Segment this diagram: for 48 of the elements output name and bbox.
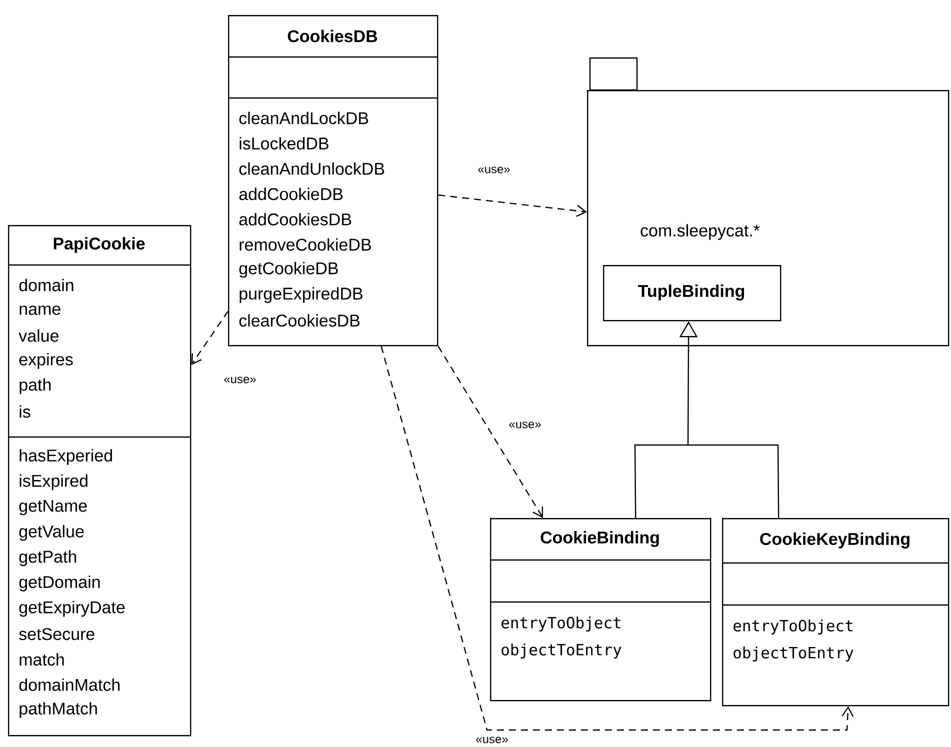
method-label: entryToObject [734,620,852,634]
member-label: isExpired [20,474,88,490]
dependency-arrow [438,346,544,518]
member-label: purgeExpiredDB [240,287,362,304]
method-label: objectToEntry [734,646,854,662]
edge-label: «use» [476,166,512,174]
dependency-arrow [438,194,587,217]
class-name: CookieKeyBinding [760,532,910,548]
member-label: setSecure [19,628,94,640]
method-label: entryToObject [502,616,620,632]
member-label: is [20,405,30,418]
member-label: match [20,653,64,666]
dependency-arrow [191,310,228,365]
member-label: cleanAndUnlockDB [239,162,384,175]
class-box [8,225,192,736]
edge-label: «use» [474,736,510,744]
member-label: getName [19,500,87,516]
class-name: TupleBinding [638,284,744,300]
member-label: value [18,329,58,342]
member-label: removeCookieDB [240,238,371,251]
member-label: getExpiryDate [19,600,125,617]
member-label: isLockedDB [240,137,328,150]
class-box [603,265,782,322]
member-label: expires [19,352,73,369]
edge-label: «use» [508,420,542,430]
member-label: addCookiesDB [239,212,352,226]
member-label: getDomain [19,576,100,592]
class-name: PapiCookie [54,237,145,253]
dependency-arrow [380,346,854,731]
member-label: getCookieDB [239,262,338,278]
member-label: domain [19,278,74,292]
member-label: addCookieDB [239,188,343,200]
member-label: domainMatch [19,678,120,691]
class-name: CookiesDB [288,30,378,42]
method-label: objectToEntry [502,644,622,658]
class-name: CookieBinding [540,531,659,547]
member-label: getPath [19,550,76,566]
class-box [722,518,950,706]
class-box [228,15,438,346]
member-label: path [20,378,51,394]
member-label: hasExperied [20,449,112,465]
class-box [490,518,712,702]
member-label: name [20,306,60,315]
member-label: pathMatch [20,702,97,718]
edge-label: «use» [222,376,258,384]
member-label: getValue [19,524,84,541]
member-label: cleanAndLockDB [239,112,368,124]
member-label: clearCookiesDB [239,314,360,327]
